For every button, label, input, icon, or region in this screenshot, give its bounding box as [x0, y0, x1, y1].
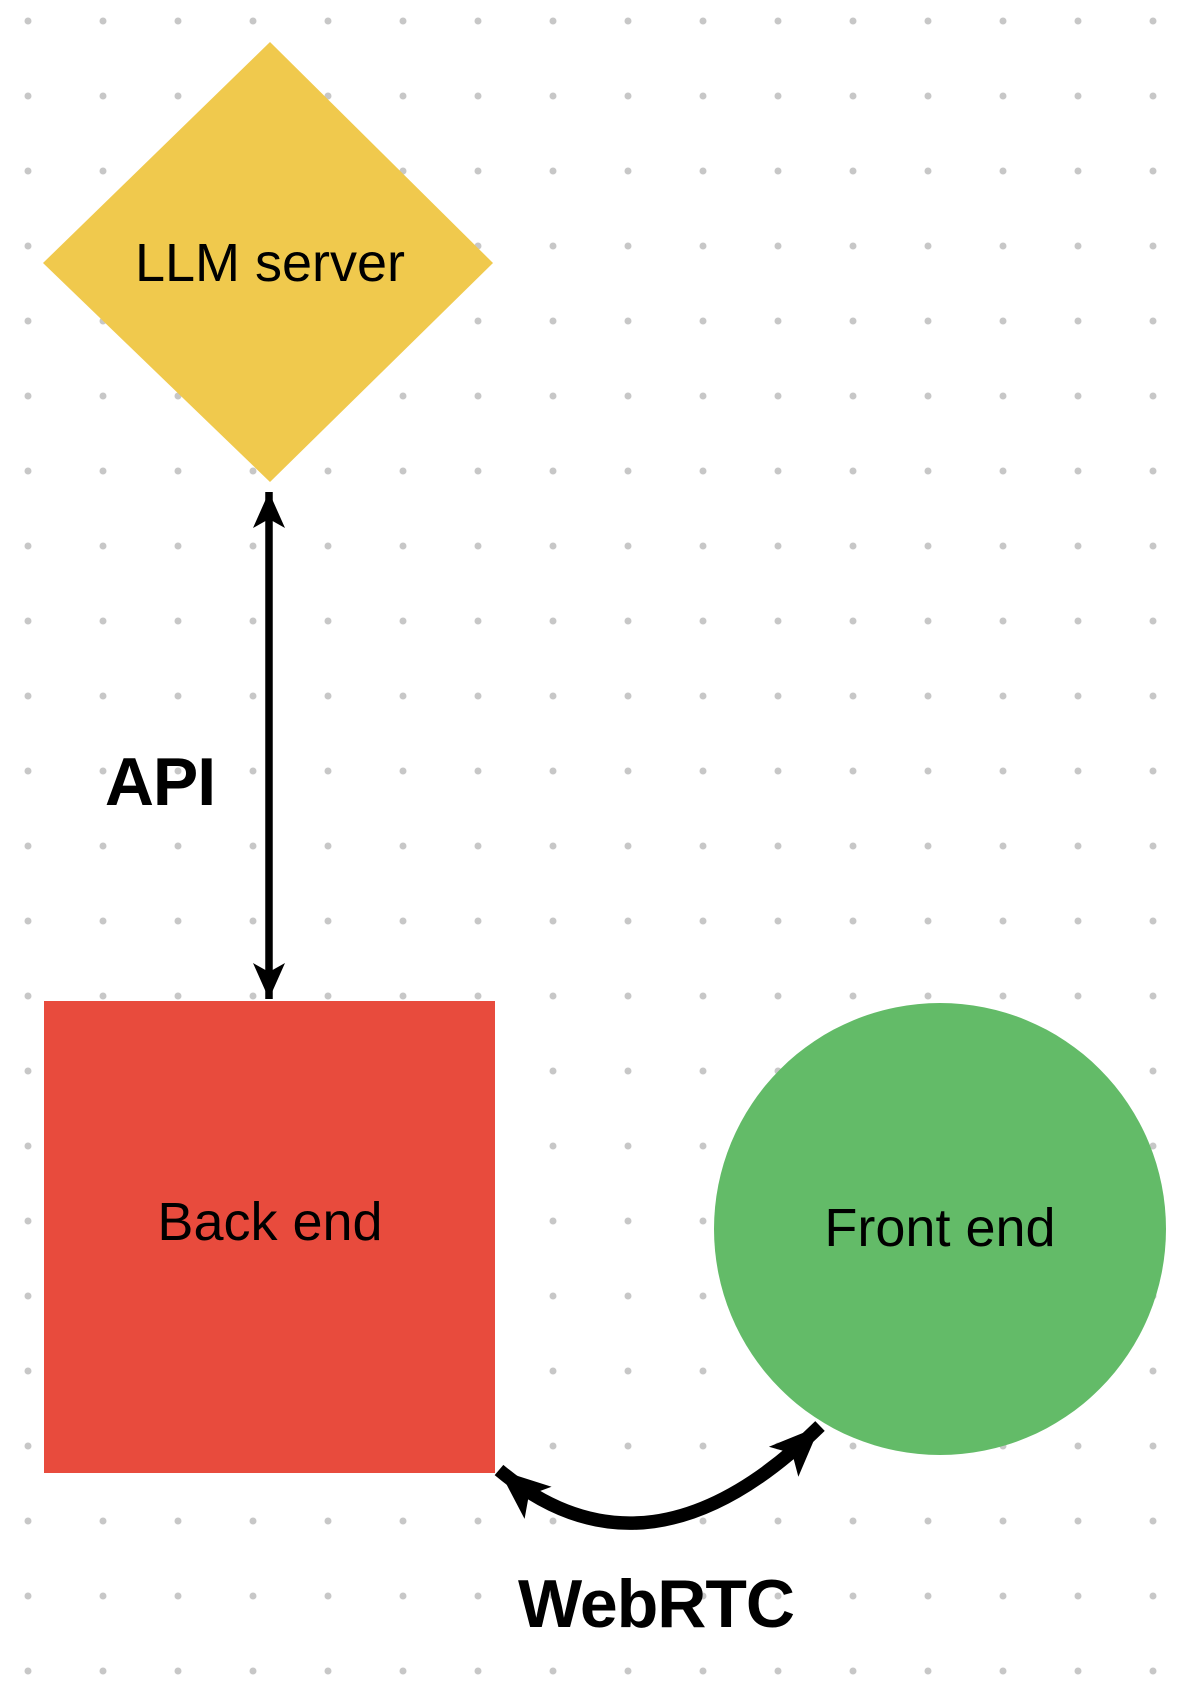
- back-end-square[interactable]: [44, 1001, 495, 1473]
- api-edge-label[interactable]: API: [104, 744, 216, 820]
- webrtc-edge-label[interactable]: WebRTC: [517, 1566, 795, 1642]
- webrtc-arrow[interactable]: [494, 1421, 825, 1530]
- front-end-circle[interactable]: [714, 1003, 1166, 1455]
- llm-server-diamond[interactable]: [43, 42, 493, 482]
